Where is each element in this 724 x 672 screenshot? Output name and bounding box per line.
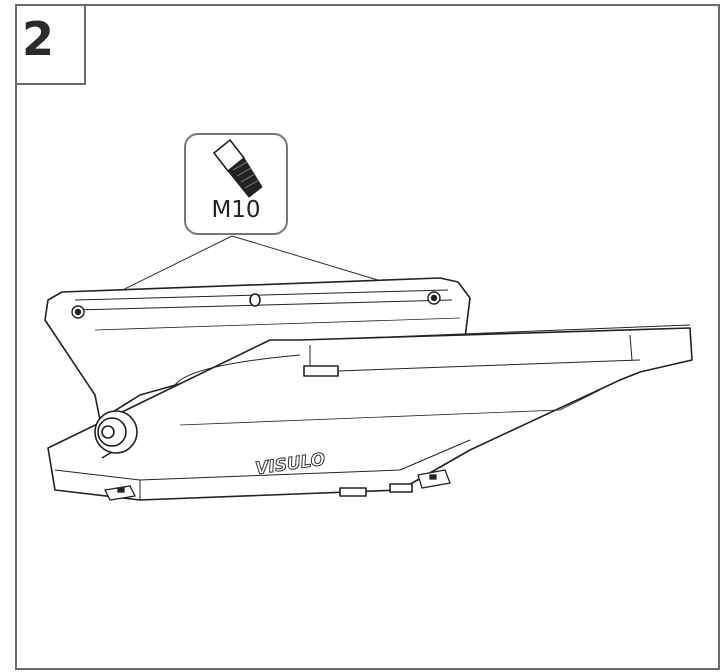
floodlight-housing [47,327,693,501]
hex-socket-bolt-icon [212,138,263,198]
step-number-box [15,4,86,85]
step-number: 2 [22,12,55,66]
mounting-tab-right [417,469,451,489]
hinge-knob-icon [94,410,138,459]
bottom-clip [339,487,367,497]
bolt-size-label: M10 [211,197,261,223]
front-clip-left [303,365,339,377]
mounting-tab-left [104,485,136,501]
screw-left-icon [71,305,85,319]
bottom-clip-2 [389,483,413,493]
screw-right-icon [427,291,441,305]
bracket-hole [249,293,261,307]
